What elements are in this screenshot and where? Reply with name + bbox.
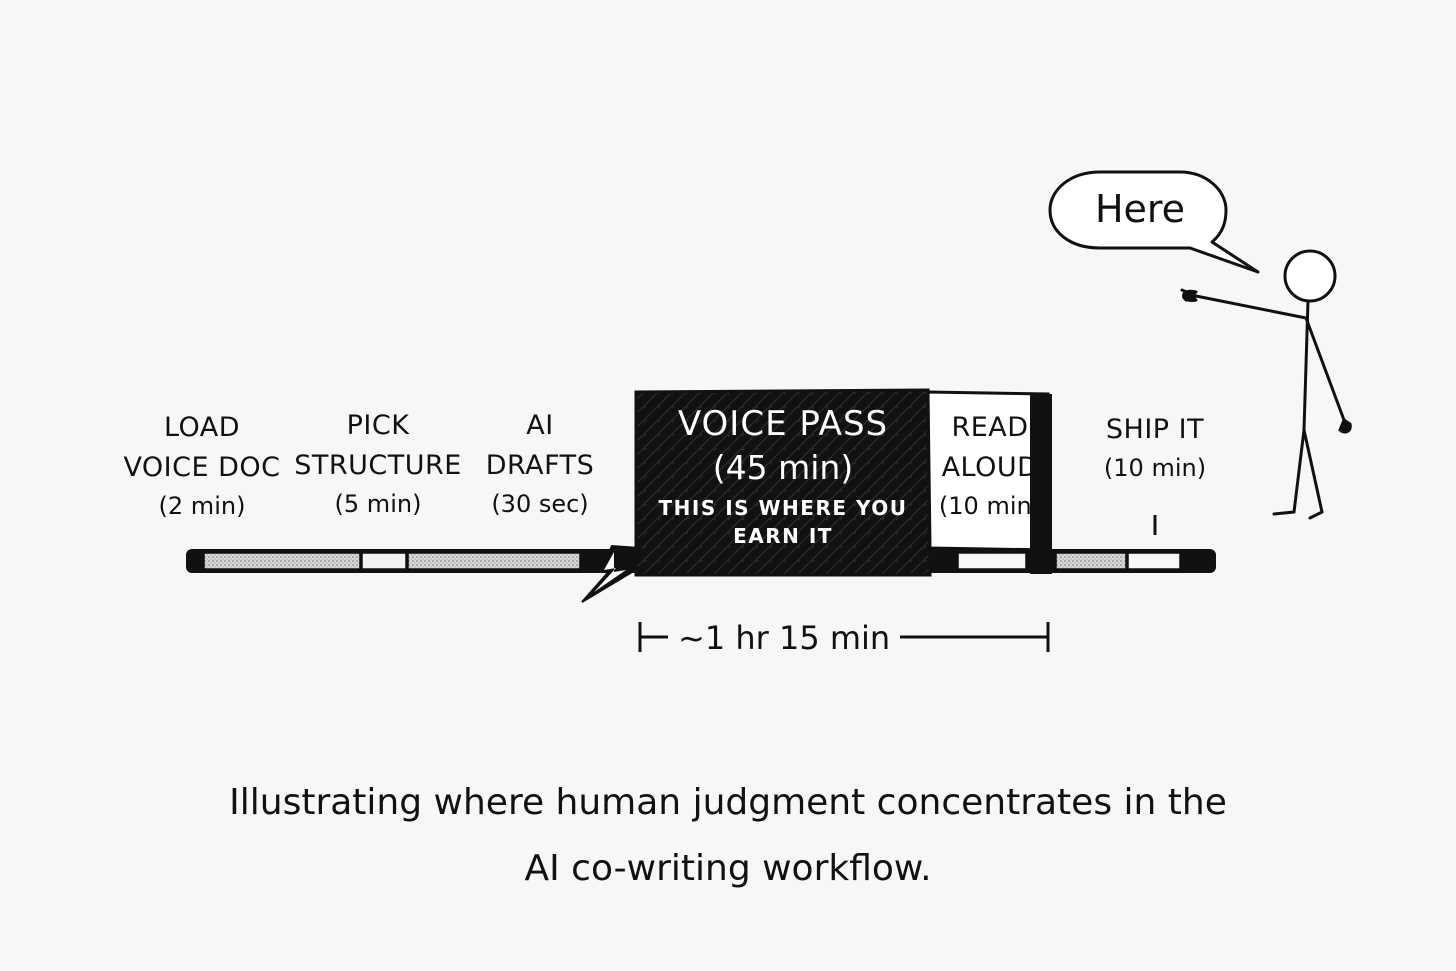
segment-load-voice-doc xyxy=(203,552,361,570)
read-aloud-block xyxy=(926,390,1052,574)
segment-read-aloud xyxy=(957,552,1027,570)
step-ship-it: SHIP IT (10 min) xyxy=(1080,410,1230,486)
step-title: READ xyxy=(951,412,1029,443)
step-title: AI xyxy=(526,410,554,441)
step-duration: (5 min) xyxy=(334,490,422,518)
segment-pick-structure xyxy=(361,552,407,570)
step-ai-drafts: AI DRAFTS (30 sec) xyxy=(470,406,610,522)
speech-bubble-text: Here xyxy=(1094,187,1186,231)
step-title: VOICE DOC xyxy=(123,452,281,483)
step-voice-pass: VOICE PASS (45 min) THIS IS WHERE YOU EA… xyxy=(636,392,930,552)
segment-ship-it-b xyxy=(1127,552,1181,570)
figure-caption: Illustrating where human judgment concen… xyxy=(229,782,1227,889)
step-load-voice-doc: LOAD VOICE DOC (2 min) xyxy=(112,408,292,524)
segment-ship-it-a xyxy=(1055,552,1127,570)
step-read-aloud: READ ALOUD (10 min) xyxy=(930,408,1050,524)
step-title: PICK xyxy=(346,410,410,441)
step-title: ALOUD xyxy=(941,452,1039,483)
voice-pass-block xyxy=(581,388,932,603)
total-span-label: ~1 hr 15 min xyxy=(678,619,891,657)
step-title: STRUCTURE xyxy=(294,450,462,481)
stick-figure xyxy=(1180,249,1352,520)
step-duration: (2 min) xyxy=(158,492,246,520)
step-title: LOAD xyxy=(163,412,241,443)
step-title: SHIP IT xyxy=(1105,414,1205,445)
segment-ai-drafts xyxy=(407,552,581,570)
step-pick-structure: PICK STRUCTURE (5 min) xyxy=(288,406,468,522)
voice-pass-duration: (45 min) xyxy=(712,448,854,487)
voice-pass-title: VOICE PASS xyxy=(677,404,889,444)
step-duration: (10 min) xyxy=(938,492,1042,520)
step-duration: (10 min) xyxy=(1103,454,1207,482)
speech-bubble xyxy=(1048,170,1260,274)
span-measure xyxy=(638,622,1050,652)
step-title: DRAFTS xyxy=(485,450,595,481)
step-duration: (30 sec) xyxy=(491,490,589,518)
voice-pass-note: THIS IS WHERE YOU EARN IT xyxy=(658,496,908,548)
